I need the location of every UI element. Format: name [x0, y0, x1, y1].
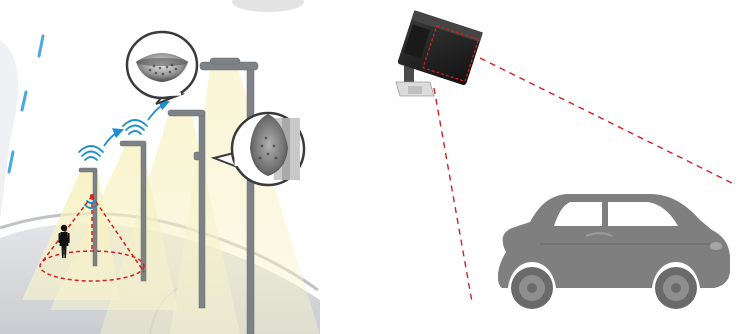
fov-line-upper	[480, 58, 734, 184]
pole-3	[199, 112, 205, 308]
lamp-housing-4	[210, 58, 240, 64]
fov-line-lower	[434, 88, 472, 302]
relay-arrow-icon	[104, 102, 168, 146]
camera-icon	[396, 10, 483, 96]
pole-4	[247, 66, 254, 334]
lamp-head-2	[120, 141, 146, 146]
car-icon	[498, 194, 730, 309]
lamp-head-1	[79, 168, 97, 172]
sensor-node	[90, 194, 94, 198]
streetlight-network-panel	[0, 0, 320, 334]
sensor-mount-3	[194, 152, 200, 160]
camera-vehicle-panel	[396, 10, 734, 309]
light-cone-4	[170, 70, 320, 334]
lamp-head-3	[168, 110, 205, 116]
pole-2	[141, 143, 146, 281]
sensor-callout-top	[127, 32, 197, 104]
background-shape	[232, 0, 304, 12]
sky-haze	[0, 40, 18, 220]
